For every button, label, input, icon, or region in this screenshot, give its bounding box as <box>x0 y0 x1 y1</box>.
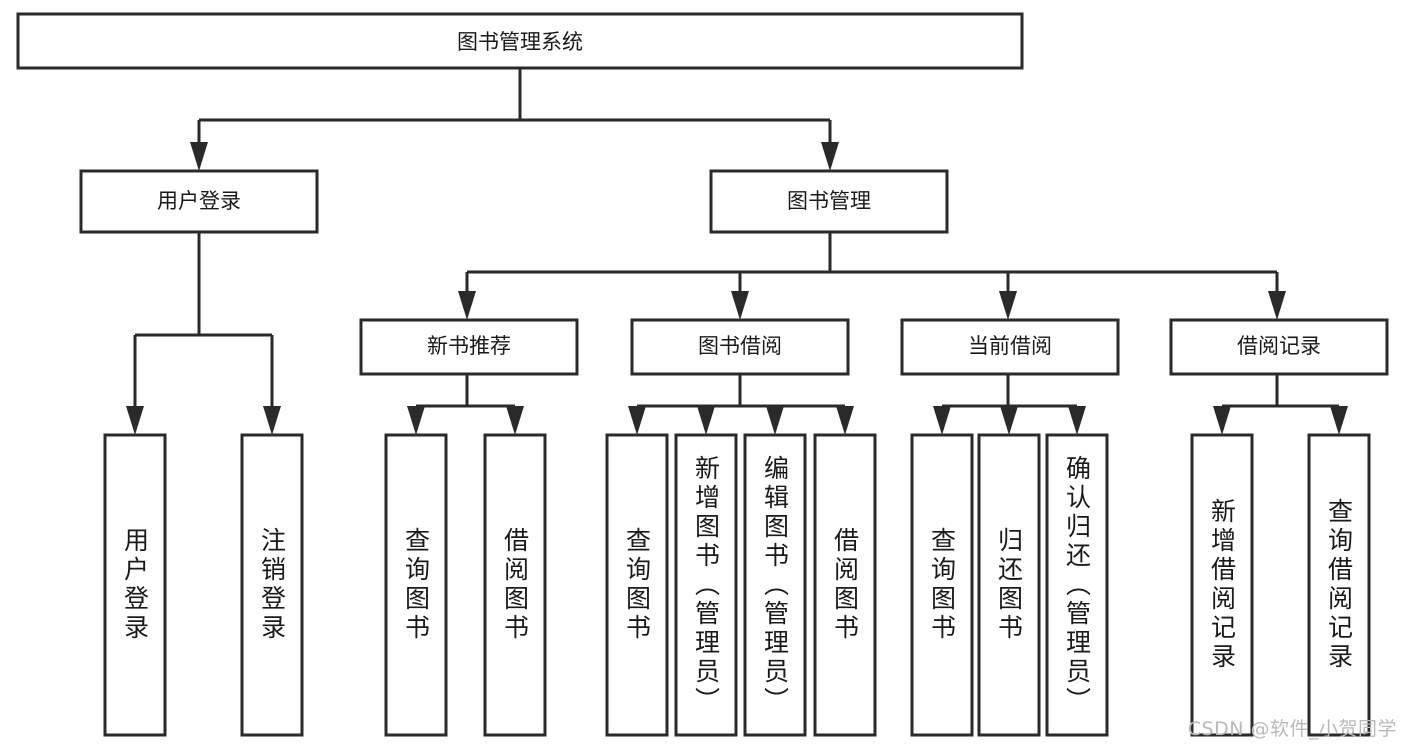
arrow-user-login-leaf-1 <box>126 406 144 435</box>
leaf-box-return-book[interactable] <box>977 433 1041 737</box>
leaf-box-add-book[interactable] <box>674 433 738 737</box>
connector-group-root <box>190 68 839 171</box>
leaf-box-user-login[interactable] <box>103 433 167 737</box>
leaf-box-query-book-1[interactable] <box>384 433 448 737</box>
connector-group-book-management <box>458 232 1286 320</box>
node-root-label: 图书管理系统 <box>457 30 583 54</box>
arrow-bm-to-current-borrow <box>999 291 1017 320</box>
arrow-br-leaf-1 <box>1213 406 1231 435</box>
leaf-boxes <box>103 433 1371 737</box>
leaf-box-borrow-book-2[interactable] <box>813 433 877 737</box>
connector-group-user-login <box>126 232 281 435</box>
node-book-management-label: 图书管理 <box>787 189 871 213</box>
node-new-book-recommend-box[interactable] <box>359 318 579 376</box>
node-current-borrow[interactable]: 当前借阅 <box>900 318 1120 376</box>
node-book-management[interactable]: 图书管理 <box>709 169 949 234</box>
node-new-book-recommend-label: 新书推荐 <box>427 334 511 358</box>
node-borrow-record[interactable]: 借阅记录 <box>1169 318 1389 376</box>
leaf-box-logout-login[interactable] <box>240 433 304 737</box>
leaf-box-edit-book[interactable] <box>743 433 807 737</box>
leaf-box-confirm-return[interactable] <box>1045 433 1109 737</box>
node-book-borrow-label: 图书借阅 <box>698 334 782 358</box>
arrow-user-login-leaf-2 <box>263 406 281 435</box>
node-root-box[interactable] <box>16 12 1024 70</box>
node-user-login-box[interactable] <box>79 169 319 234</box>
arrow-cb-leaf-2 <box>1000 406 1018 435</box>
connector-group-current-borrow <box>933 374 1086 435</box>
arrow-cb-leaf-3 <box>1068 406 1086 435</box>
arrow-br-leaf-2 <box>1330 406 1348 435</box>
node-user-login[interactable]: 用户登录 <box>79 169 319 234</box>
arrow-cb-leaf-1 <box>933 406 951 435</box>
arrow-bm-to-borrow-record <box>1268 291 1286 320</box>
node-root[interactable]: 图书管理系统 <box>16 12 1024 70</box>
leaf-box-query-book-3[interactable] <box>910 433 974 737</box>
node-borrow-record-label: 借阅记录 <box>1237 334 1321 358</box>
node-book-borrow-box[interactable] <box>630 318 850 376</box>
node-new-book-recommend[interactable]: 新书推荐 <box>359 318 579 376</box>
arrow-bb-leaf-2 <box>697 406 715 435</box>
leaf-box-borrow-book-1[interactable] <box>483 433 547 737</box>
watermark-text: CSDN @软件_小贺同学 <box>1187 718 1397 740</box>
arrow-nbr-leaf-1 <box>407 406 425 435</box>
node-borrow-record-box[interactable] <box>1169 318 1389 376</box>
arrow-bb-leaf-1 <box>628 406 646 435</box>
connector-group-book-borrow <box>628 374 854 435</box>
node-current-borrow-label: 当前借阅 <box>968 334 1052 358</box>
node-book-borrow[interactable]: 图书借阅 <box>630 318 850 376</box>
arrow-bb-leaf-4 <box>836 406 854 435</box>
connector-group-new-book-recommend <box>407 374 524 435</box>
node-book-management-box[interactable] <box>709 169 949 234</box>
arrow-root-to-book-management <box>821 142 839 171</box>
arrow-bm-to-new-book-recommend <box>458 291 476 320</box>
leaf-box-query-book-2[interactable] <box>605 433 669 737</box>
leaf-box-query-record[interactable] <box>1307 433 1371 737</box>
arrow-nbr-leaf-2 <box>506 406 524 435</box>
leaf-box-add-record[interactable] <box>1190 433 1254 737</box>
arrow-bm-to-book-borrow <box>731 291 749 320</box>
arrow-bb-leaf-3 <box>766 406 784 435</box>
connector-group-borrow-record <box>1213 374 1348 435</box>
node-user-login-label: 用户登录 <box>157 189 241 213</box>
arrow-root-to-user-login <box>190 142 208 171</box>
node-current-borrow-box[interactable] <box>900 318 1120 376</box>
